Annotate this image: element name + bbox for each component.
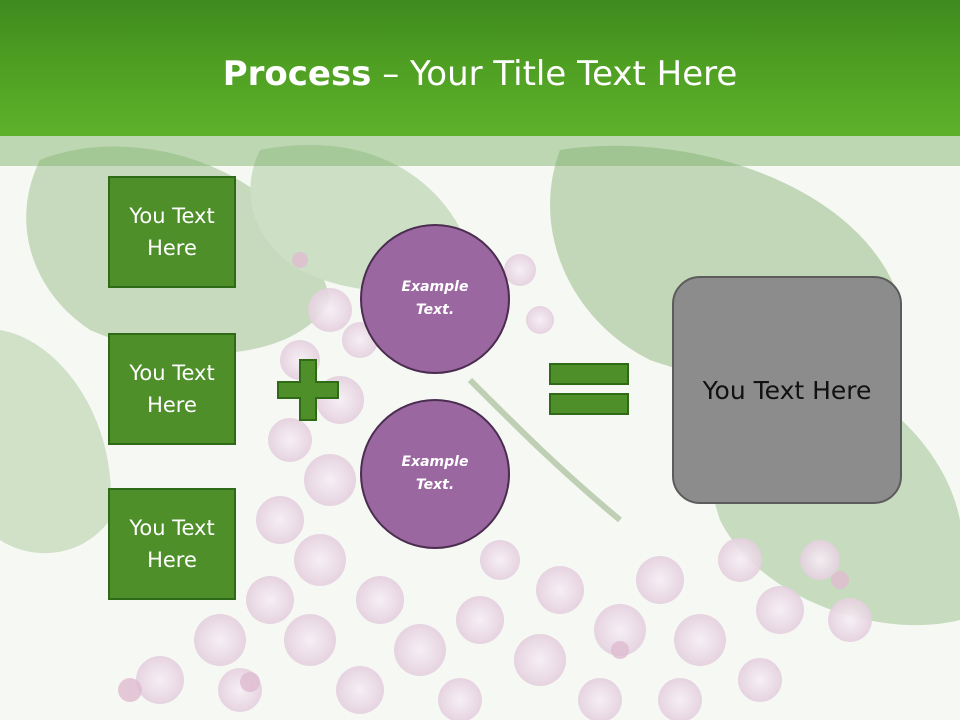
text-box-label: You Text Here bbox=[129, 204, 215, 260]
plus-icon bbox=[277, 359, 339, 421]
text-box-3[interactable]: You Text Here bbox=[108, 488, 236, 600]
text-box-2[interactable]: You Text Here bbox=[108, 333, 236, 445]
title-bar bbox=[0, 0, 960, 136]
title-bold: Process bbox=[222, 54, 372, 94]
page-title: Process – Your Title Text Here bbox=[0, 52, 960, 96]
title-band bbox=[0, 136, 960, 166]
example-circle-1[interactable]: Example Text. bbox=[360, 224, 510, 374]
text-box-label: You Text Here bbox=[129, 516, 215, 572]
result-box[interactable]: You Text Here bbox=[672, 276, 902, 504]
equals-icon bbox=[549, 363, 629, 415]
result-label: You Text Here bbox=[702, 375, 872, 405]
text-box-1[interactable]: You Text Here bbox=[108, 176, 236, 288]
example-circle-2[interactable]: Example Text. bbox=[360, 399, 510, 549]
text-box-label: You Text Here bbox=[129, 361, 215, 417]
circle-label: Example Text. bbox=[401, 279, 469, 318]
circle-label: Example Text. bbox=[401, 454, 469, 493]
title-rest: – Your Title Text Here bbox=[371, 54, 738, 94]
